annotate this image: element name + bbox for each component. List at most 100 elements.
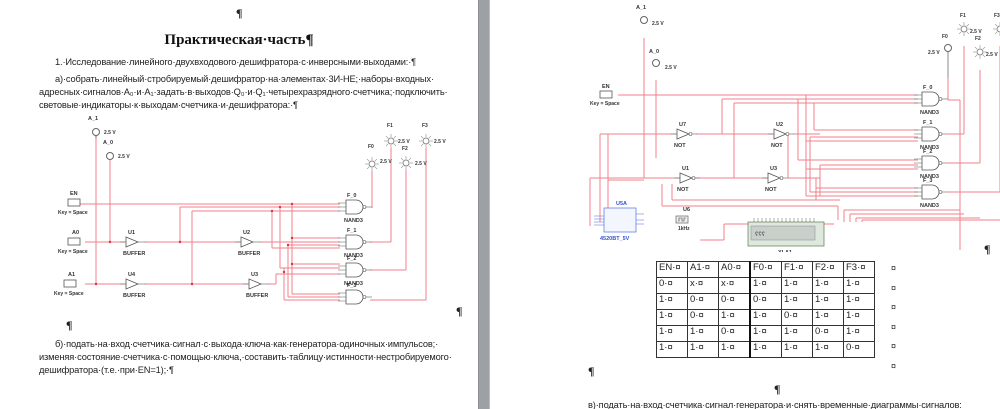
table-cell: 1·¤ bbox=[843, 277, 875, 294]
counter-chip: U5A 4520BT_5V bbox=[594, 201, 644, 242]
table-cell: 1·¤ bbox=[718, 341, 751, 358]
table-cell: 1·¤ bbox=[718, 309, 751, 326]
lamp-f3-icon bbox=[419, 134, 433, 148]
counter-part: 4520BT_5V bbox=[600, 236, 630, 242]
lamp-f2-label: F2 bbox=[975, 36, 981, 42]
gate-ref: F_2 bbox=[347, 256, 356, 262]
probe-a0-label: A_0 bbox=[103, 140, 113, 146]
header-cell: A1·¤ bbox=[687, 261, 719, 278]
gate-type: NAND3 bbox=[920, 110, 939, 116]
switch-en-key: Key = Space bbox=[58, 210, 88, 216]
paragraph-mark: ¶ bbox=[236, 6, 243, 20]
lamp-f2-voltage: 2.5 V bbox=[986, 52, 998, 58]
gate-ref: F_0 bbox=[347, 193, 356, 199]
row-end-mark: ¤ bbox=[891, 341, 897, 351]
lamp-f1-label: F1 bbox=[960, 13, 966, 19]
analyzer-ref: XLA1 bbox=[778, 250, 792, 252]
switch-a0-label: A0 bbox=[72, 230, 79, 236]
probe-a1-label: A_1 bbox=[88, 116, 98, 122]
switch-a1-label: A1 bbox=[68, 272, 75, 278]
header-cell: A0·¤ bbox=[718, 261, 751, 278]
item-v-partial: в)·подать·на·вход·счетчика·сигнал·генера… bbox=[588, 400, 962, 409]
table-cell: 1·¤ bbox=[812, 293, 844, 310]
clock-source: U6 1kHz bbox=[675, 207, 690, 232]
item-b-line-1: б)·подать·на·вход·счетчика·сигнал·с·выхо… bbox=[55, 339, 439, 349]
switch-en-label: EN bbox=[602, 84, 610, 90]
table-row: 1·¤0·¤1·¤1·¤0·¤1·¤1·¤ bbox=[656, 309, 875, 326]
lamp-f3-label: F3 bbox=[994, 13, 1000, 19]
header-cell: F1·¤ bbox=[781, 261, 813, 278]
gate-type: NAND3 bbox=[920, 145, 939, 151]
probe-a0-voltage: 2.5 V bbox=[665, 65, 677, 71]
header-cell: F3·¤ bbox=[843, 261, 875, 278]
switch-en-key: Key = Space bbox=[590, 101, 620, 107]
lamp-group bbox=[365, 134, 433, 171]
lamp-f2-label: F2 bbox=[402, 146, 408, 152]
gate-type: NAND3 bbox=[920, 203, 939, 209]
paragraph-mark: ¶ bbox=[456, 304, 463, 318]
table-cell: x·¤ bbox=[718, 277, 751, 294]
gate-ref: F_3 bbox=[347, 283, 356, 289]
page-gap-separator bbox=[478, 0, 490, 409]
lamp-f0-voltage: 2.5 V bbox=[380, 159, 392, 165]
gate-ref: F_1 bbox=[923, 120, 932, 126]
component-ref: U2 bbox=[243, 230, 250, 236]
truth-table: EN·¤ A1·¤ A0·¤ F0·¤ F1·¤ F2·¤ F3·¤ 0·¤x·… bbox=[656, 261, 875, 358]
paragraph-mark: ¶ bbox=[984, 242, 991, 256]
lamp-f1-icon bbox=[957, 22, 971, 36]
table-cell: 1·¤ bbox=[781, 293, 813, 310]
switch-a1-key: Key = Space bbox=[54, 291, 84, 297]
lamp-f1-voltage: 2.5 V bbox=[398, 139, 410, 145]
probe-a1-label: A_1 bbox=[636, 5, 646, 11]
table-cell: 1·¤ bbox=[812, 309, 844, 326]
component-ref: U4 bbox=[128, 272, 136, 278]
table-cell: 1·¤ bbox=[843, 293, 875, 310]
lamp-f1-label: F1 bbox=[387, 123, 393, 129]
table-cell: 1·¤ bbox=[812, 277, 844, 294]
component-type: NOT bbox=[674, 143, 686, 149]
gate-ref: F_0 bbox=[923, 85, 932, 91]
document-page-left: ¶ Практическая·часть¶ 1.·Исследование·ли… bbox=[0, 0, 478, 409]
probe-a1 bbox=[640, 16, 648, 24]
row-end-mark: ¤ bbox=[891, 302, 897, 312]
component-type: BUFFER bbox=[123, 251, 145, 257]
component-ref: U1 bbox=[128, 230, 135, 236]
section-title: Практическая·часть¶ bbox=[164, 32, 314, 48]
switch-en[interactable]: EN Key = Space bbox=[58, 191, 88, 216]
probe-a0 bbox=[106, 152, 114, 160]
header-cell: EN·¤ bbox=[656, 261, 688, 278]
table-cell: 0·¤ bbox=[687, 293, 719, 310]
probe-a0-voltage: 2.5 V bbox=[118, 154, 130, 160]
lamp-f1-icon bbox=[384, 134, 398, 148]
gate-type: NAND3 bbox=[920, 174, 939, 180]
gate-type: NAND3 bbox=[344, 281, 363, 287]
lamp-f2-icon bbox=[973, 45, 987, 59]
lamp-f2-icon bbox=[399, 156, 413, 170]
table-cell: 0·¤ bbox=[718, 293, 751, 310]
table-header-row: EN·¤ A1·¤ A0·¤ F0·¤ F1·¤ F2·¤ F3·¤ bbox=[656, 261, 875, 278]
table-cell: 1·¤ bbox=[749, 325, 782, 342]
analyzer-display-icon: ʕʕʕ bbox=[755, 232, 766, 238]
component-ref: U1 bbox=[682, 166, 689, 172]
component-type: NOT bbox=[677, 187, 689, 193]
lamp-f0-icon bbox=[365, 157, 379, 171]
item-a-line-3: световые·индикаторы·к·выходам·счетчика·и… bbox=[39, 100, 298, 110]
probe-a1-voltage: 2.5 V bbox=[104, 130, 116, 136]
lamp-f3-label: F3 bbox=[422, 123, 428, 129]
row-end-mark: ¤ bbox=[891, 360, 897, 371]
clock-freq: 1kHz bbox=[678, 226, 690, 232]
switch-a0[interactable]: A0 Key = Space bbox=[58, 230, 88, 255]
switch-en[interactable]: EN Key = Space bbox=[590, 84, 620, 107]
table-cell: 1·¤ bbox=[656, 341, 688, 358]
table-cell: 0·¤ bbox=[812, 325, 844, 342]
switch-a1[interactable]: A1 Key = Space bbox=[54, 272, 84, 297]
